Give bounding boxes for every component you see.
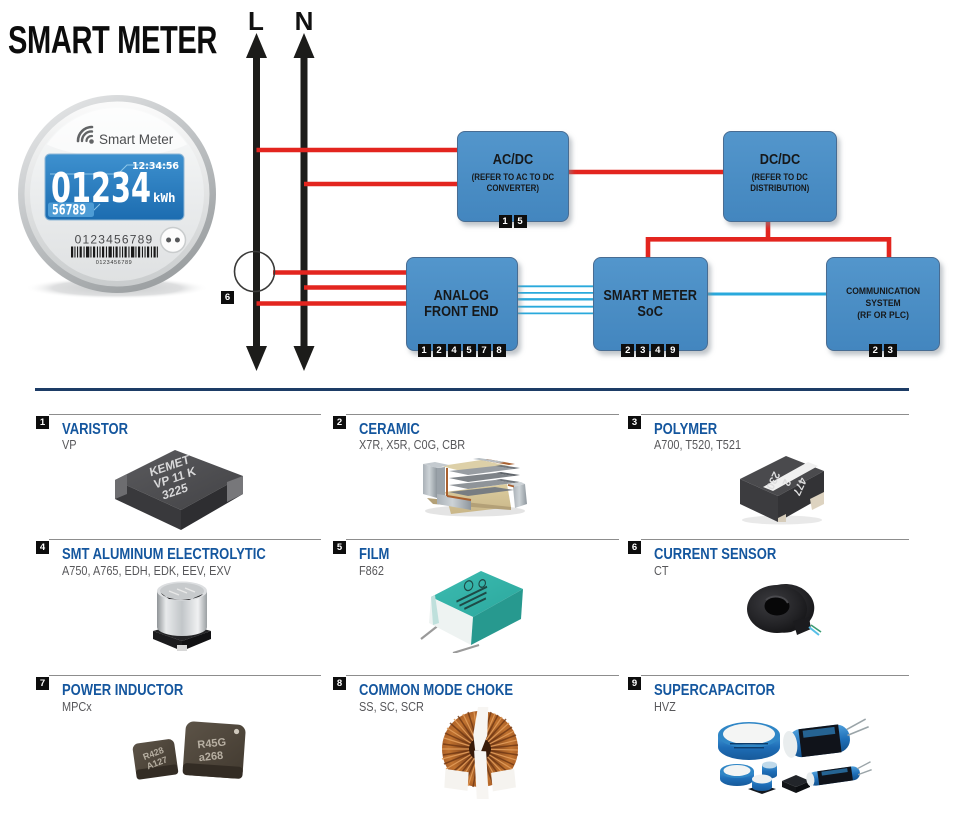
section-title: CERAMIC	[359, 420, 420, 438]
ct-ref-tag: 6	[221, 291, 234, 304]
page-title: SMART METER	[8, 19, 217, 62]
lcd-unit: kWh	[153, 190, 176, 205]
red-wires	[256, 147, 892, 306]
varistor-photo: KEMET VP 11 K 3225	[115, 449, 243, 530]
ref-tag: 8	[492, 343, 506, 357]
svg-text:R45G: R45G	[197, 736, 227, 751]
lcd-time: 12:34:56	[132, 161, 179, 172]
section-subtitle: MPCx	[62, 698, 92, 714]
smt-aluminum-photo	[153, 581, 211, 651]
section-number: 1	[36, 415, 49, 429]
smd-block	[782, 775, 810, 793]
cylinder-tiny	[762, 761, 777, 779]
ref-tag: 2	[432, 343, 446, 357]
radial-can-slim	[806, 761, 872, 787]
polymer-photo: 477 2 230	[740, 455, 824, 524]
radial-can-large	[783, 718, 869, 758]
power-inductor-photo: R428 A127 R45G a268	[132, 721, 246, 780]
ref-tag: 7	[477, 343, 491, 357]
section-subtitle: A700, T520, T521	[654, 437, 742, 452]
ref-tag: 2	[621, 343, 635, 357]
ref-tag: 9	[666, 343, 680, 357]
coin-cell-large	[718, 722, 780, 760]
ref-tag: 3	[883, 343, 897, 357]
meter-serial: 0123456789	[75, 233, 154, 247]
supercapacitor-photo	[718, 718, 872, 794]
section-film: 5 FILM F862	[333, 539, 619, 666]
section-smt-aluminum: 4 SMT ALUMINUM ELECTROLYTIC A750, A765, …	[36, 539, 321, 666]
section-title: SMT ALUMINUM ELECTROLYTIC	[62, 546, 266, 563]
section-subtitle: X7R, X5R, C0G, CBR	[359, 437, 466, 452]
section-varistor: 1 VARISTOR VP KEMET VP 11 K 3225	[36, 413, 321, 541]
svg-text:2: 2	[779, 477, 792, 488]
section-common-mode-choke: 8 COMMON MODE CHOKE SS, SC, SCR	[333, 675, 619, 802]
cyan-wires	[517, 285, 827, 315]
section-subtitle: SS, SC, SCR	[359, 698, 424, 714]
label-n: N	[295, 6, 314, 36]
section-subtitle: F862	[359, 562, 384, 578]
ref-tag: 1	[417, 343, 431, 357]
section-title: SUPERCAPACITOR	[654, 682, 776, 699]
ref-tag: 5	[462, 343, 476, 357]
section-subtitle: HVZ	[654, 698, 676, 714]
section-title: POLYMER	[654, 420, 718, 438]
ref-tag: 1	[498, 215, 512, 228]
section-subtitle: A750, A765, EDH, EDK, EEV, EXV	[62, 562, 231, 578]
feeder-line-n	[293, 33, 315, 371]
lcd-reading: 01234	[51, 164, 151, 212]
section-number: 9	[628, 677, 641, 690]
box-dcdc-title: DC/DC	[759, 152, 801, 168]
section-current-sensor: 6 CURRENT SENSOR CT	[628, 539, 909, 666]
film-photo	[420, 571, 523, 653]
common-mode-choke-photo	[441, 707, 519, 799]
section-title: FILM	[359, 546, 390, 563]
section-ceramic: 2 CERAMIC X7R, X5R, C0G, CBR	[333, 413, 619, 541]
ref-tag: 4	[447, 343, 461, 357]
box-acdc-title: AC/DC	[492, 152, 533, 168]
smart-meter-illustration: Smart Meter 12:34:56 01234 kWh 56789 012…	[18, 95, 216, 299]
section-number: 2	[333, 415, 346, 429]
ref-tag: 4	[651, 343, 665, 357]
section-number: 8	[333, 677, 346, 690]
section-title: COMMON MODE CHOKE	[359, 682, 514, 699]
section-subtitle: VP	[62, 437, 77, 452]
meter-button	[159, 226, 187, 254]
meter-brand: Smart Meter	[99, 132, 174, 147]
section-number: 4	[36, 541, 49, 554]
section-power-inductor: 7 POWER INDUCTOR MPCx R428 A127	[36, 675, 321, 802]
section-number: 3	[628, 415, 641, 429]
section-polymer: 3 POLYMER A700, T520, T521 477 2 230	[628, 413, 909, 541]
label-l: L	[248, 6, 264, 36]
section-number: 7	[36, 677, 49, 690]
section-divider	[35, 388, 909, 391]
current-sensor-photo	[747, 584, 822, 636]
section-supercapacitor: 9 SUPERCAPACITOR HVZ	[628, 675, 909, 802]
section-number: 6	[628, 541, 641, 554]
ref-tag: 2	[868, 343, 882, 357]
barcode	[71, 246, 158, 258]
wiring-diagram: L N	[233, 6, 892, 371]
coin-cell-small	[720, 764, 754, 786]
svg-text:a268: a268	[198, 750, 224, 764]
lcd-secondary: 56789	[52, 203, 86, 219]
wifi-icon	[76, 125, 94, 144]
ref-tag: 3	[636, 343, 650, 357]
section-title: VARISTOR	[62, 420, 129, 438]
section-title: POWER INDUCTOR	[62, 682, 184, 699]
smd-vchip	[748, 774, 776, 794]
section-title: CURRENT SENSOR	[654, 546, 777, 563]
ceramic-photo	[423, 457, 527, 516]
ref-tag: 5	[513, 215, 527, 228]
barcode-text: 0123456789	[96, 260, 133, 266]
section-subtitle: CT	[654, 562, 669, 578]
feeder-line-l	[246, 33, 267, 371]
current-transformer	[233, 250, 276, 293]
section-number: 5	[333, 541, 346, 554]
